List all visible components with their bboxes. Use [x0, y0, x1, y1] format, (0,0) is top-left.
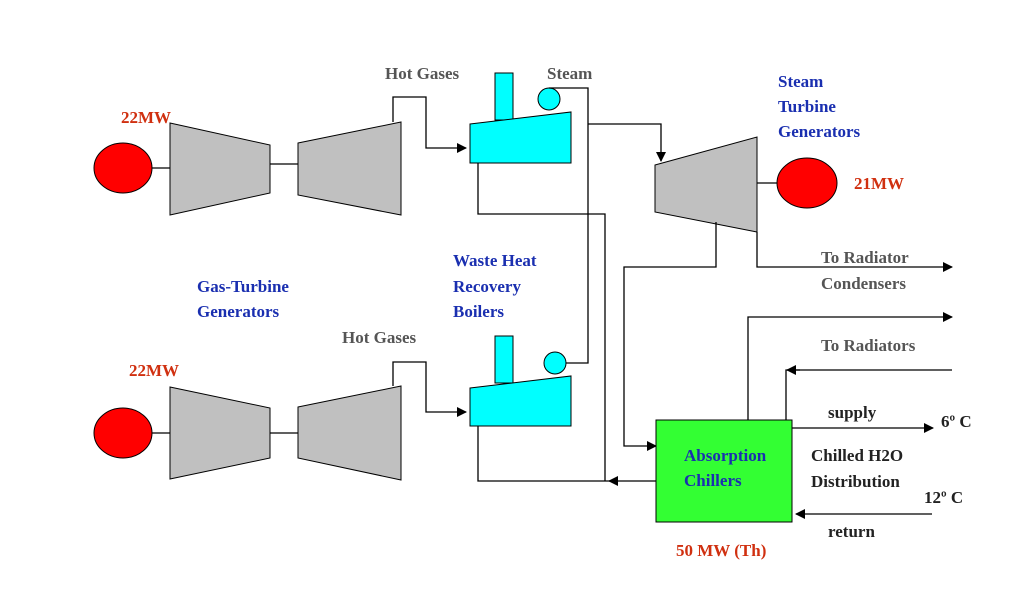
- return-label: return: [828, 522, 875, 541]
- boiler-1-exhaust-line: [477, 163, 606, 481]
- waste-heat-boiler-2: [469, 375, 572, 427]
- waste-heat-boilers-line3: Boilers: [453, 302, 504, 321]
- turbine-to-chiller-line: [623, 222, 717, 451]
- to-radiators-label: To Radiators: [821, 336, 916, 355]
- gen1-power-label: 22MW: [121, 108, 171, 127]
- steam-turbine-generators-line3: Generators: [778, 122, 861, 141]
- generator-1: [93, 142, 153, 194]
- return-temp-label: 12º C: [924, 488, 963, 507]
- absorption-chillers-box: [655, 419, 793, 523]
- boiler-2-stack: [494, 335, 514, 384]
- waste-heat-boilers-line2: Recovery: [453, 277, 521, 296]
- to-radiator-condensers-line1: To Radiator: [821, 248, 909, 267]
- chilled-h2o-line2: Distribution: [811, 472, 900, 491]
- steam-line: [549, 87, 589, 364]
- supply-label: supply: [828, 403, 877, 422]
- boiler-2-exhaust-line: [477, 426, 616, 482]
- absorption-chillers-line1: Absorption: [684, 446, 767, 465]
- hot-gases-line-2: [392, 361, 467, 417]
- steam-turbine: [654, 136, 758, 233]
- hot-gases-label-2: Hot Gases: [342, 328, 417, 347]
- compressor-1: [169, 122, 271, 216]
- steam-generator: [776, 157, 838, 209]
- to-condensers-line: [756, 232, 953, 272]
- steam-turbine-generators-line2: Turbine: [778, 97, 836, 116]
- turbine-1: [297, 121, 402, 216]
- chilled-h2o-line1: Chilled H2O: [811, 446, 903, 465]
- supply-temp-label: 6º C: [941, 412, 972, 431]
- gas-turbine-generators-line1: Gas-Turbine: [197, 277, 289, 296]
- gas-turbine-generators-line2: Generators: [197, 302, 280, 321]
- steam-label: Steam: [547, 64, 592, 83]
- hot-gases-line-1: [392, 96, 467, 153]
- compressor-2: [169, 386, 271, 480]
- boiler-2-drum: [543, 351, 567, 375]
- waste-heat-boiler-1: [469, 111, 572, 164]
- steam-turbine-generators-line1: Steam: [778, 72, 823, 91]
- hot-gases-label-1: Hot Gases: [385, 64, 460, 83]
- chiller-capacity-label: 50 MW (Th): [676, 541, 766, 560]
- boiler-1-drum: [537, 87, 561, 111]
- absorption-chillers-line2: Chillers: [684, 471, 742, 490]
- waste-heat-boilers-line1: Waste Heat: [453, 251, 537, 270]
- boiler-1-stack: [494, 72, 514, 121]
- turbine-2: [297, 385, 402, 481]
- to-radiator-condensers-line2: Condensers: [821, 274, 906, 293]
- steam-to-turbine-line: [588, 123, 666, 162]
- generator-2: [93, 407, 153, 459]
- steam-gen-power-label: 21MW: [854, 174, 904, 193]
- chiller-to-radiators-line: [747, 312, 953, 420]
- gen2-power-label: 22MW: [129, 361, 179, 380]
